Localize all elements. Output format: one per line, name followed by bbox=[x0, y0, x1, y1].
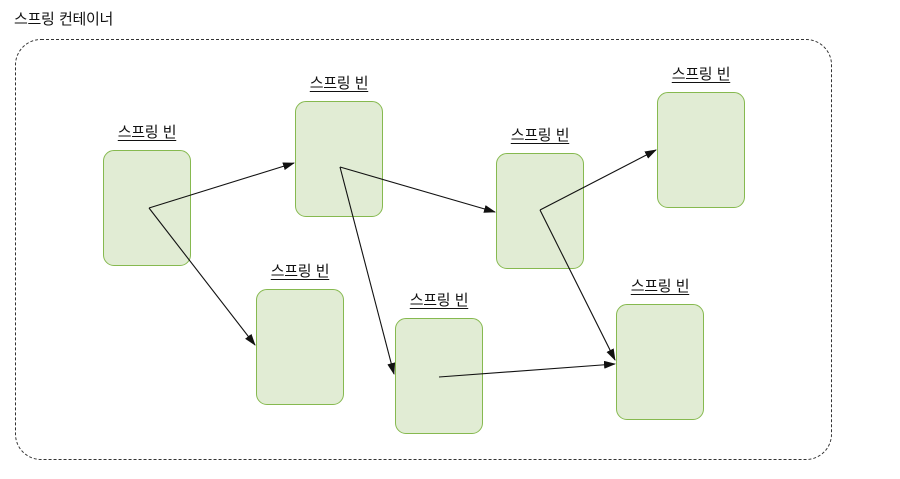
bean-box[interactable] bbox=[103, 150, 191, 266]
bean-label: 스프링 빈 bbox=[409, 291, 469, 309]
bean-label: 스프링 빈 bbox=[270, 262, 330, 280]
bean-label: 스프링 빈 bbox=[117, 123, 177, 141]
bean-label: 스프링 빈 bbox=[671, 65, 731, 83]
bean-label: 스프링 빈 bbox=[510, 126, 570, 144]
bean-box[interactable] bbox=[295, 101, 383, 217]
bean-box[interactable] bbox=[395, 318, 483, 434]
bean-label: 스프링 빈 bbox=[630, 277, 690, 295]
bean-box[interactable] bbox=[496, 153, 584, 269]
spring-container-frame bbox=[15, 39, 832, 460]
container-title: 스프링 컨테이너 bbox=[14, 10, 113, 28]
bean-label: 스프링 빈 bbox=[309, 74, 369, 92]
bean-box[interactable] bbox=[616, 304, 704, 420]
bean-box[interactable] bbox=[256, 289, 344, 405]
bean-box[interactable] bbox=[657, 92, 745, 208]
